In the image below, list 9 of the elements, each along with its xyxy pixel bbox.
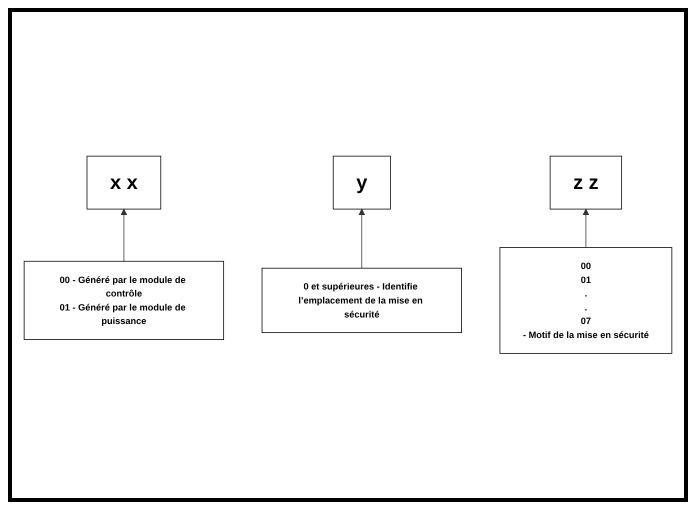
node-box: 0 et supérieures - Identifie l’emplacement de la mise en sécurité [262, 268, 462, 334]
node-box: 00 - Généré par le module de contrôle 01 - Généré par le module de puissance [24, 261, 224, 340]
arrow [120, 209, 128, 262]
arrow [582, 209, 590, 248]
node-box: x x [86, 156, 162, 210]
arrow [358, 209, 366, 269]
node-box: y [332, 156, 391, 210]
node-box: z z [550, 156, 622, 210]
node-box: 00 01 . . 07 - Motif de la mise en sécurité [500, 247, 672, 354]
